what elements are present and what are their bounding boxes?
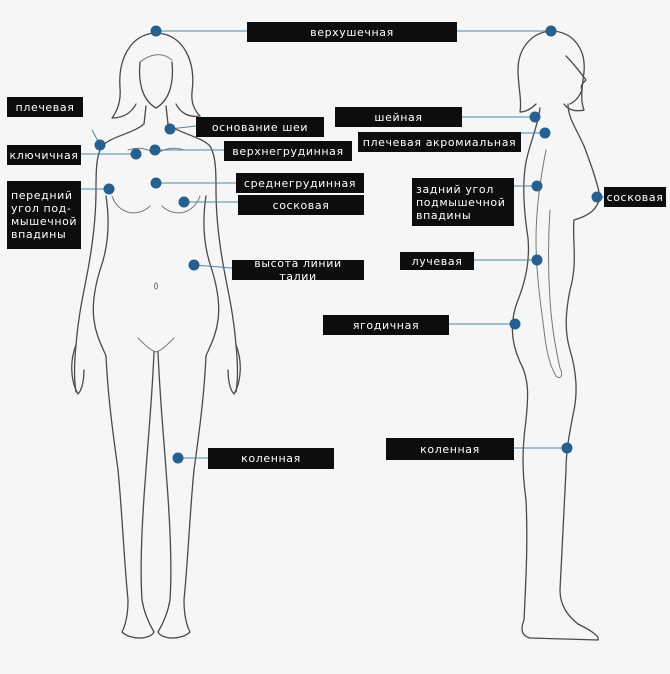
label-verkhushechnaya: верхушечная [247, 22, 457, 42]
side-back [511, 107, 599, 641]
point-acromial [539, 127, 551, 139]
label-axilla-front: передний угол под- мышечной впадины [7, 181, 81, 249]
point-upper-chest [149, 144, 161, 156]
front-navel [154, 282, 158, 290]
point-verkhushechnaya-front [150, 25, 162, 37]
front-breast-right [161, 195, 201, 214]
point-clavicle [130, 148, 142, 160]
front-groin [137, 337, 175, 353]
front-hand-right [227, 344, 241, 395]
label-nipple-front: сосковая [238, 195, 364, 215]
side-face [565, 55, 587, 105]
label-nipple-side: сосковая [604, 187, 666, 207]
label-knee-front: коленная [208, 448, 334, 469]
label-neck-side: шейная [335, 107, 462, 127]
label-shoulder-front: плечевая [7, 97, 83, 117]
point-verkhushechnaya-side [545, 25, 557, 37]
point-neck-base [164, 123, 176, 135]
front-breast-left [111, 195, 151, 214]
point-axilla-back [531, 180, 543, 192]
side-front [559, 103, 601, 625]
point-neck-side [529, 111, 541, 123]
front-hair [111, 32, 157, 119]
front-leg-left-inner [140, 351, 155, 633]
side-arm [535, 149, 563, 379]
point-waist [188, 259, 200, 271]
label-gluteal: ягодичная [323, 315, 449, 335]
label-upper-chest: верхнегрудинная [224, 141, 352, 161]
front-torso-right [203, 195, 220, 357]
side-figure [511, 30, 601, 641]
point-axilla-front [103, 183, 115, 195]
point-knee-front [172, 452, 184, 464]
point-mid-chest [150, 177, 162, 189]
front-leg-right-outer [157, 355, 207, 639]
label-waist: высота линии талии [232, 257, 364, 283]
front-fringe [139, 54, 173, 63]
front-leg-right-inner [157, 351, 172, 633]
point-knee-side [561, 442, 573, 454]
front-leg-left-outer [105, 355, 155, 639]
label-radial: лучевая [400, 252, 474, 270]
side-hair [517, 30, 553, 113]
point-nipple-front [178, 196, 190, 208]
label-clavicle: ключичная [7, 145, 81, 165]
front-face [138, 61, 174, 109]
point-gluteal [509, 318, 521, 330]
front-torso-left [92, 195, 109, 357]
label-axilla-back: задний угол подмышечной впадины [412, 178, 514, 226]
point-radial [531, 254, 543, 266]
label-knee-side: коленная [386, 438, 514, 460]
leader-waist [193, 264, 233, 269]
label-mid-chest: среднегрудинная [236, 173, 364, 193]
point-nipple-side [591, 191, 603, 203]
point-shoulder-front [94, 139, 106, 151]
front-hair-right [155, 32, 201, 118]
front-hand-left [71, 344, 85, 395]
label-neck-base: основание шеи [196, 117, 324, 137]
label-acromial: плечевая акромиальная [358, 132, 521, 152]
